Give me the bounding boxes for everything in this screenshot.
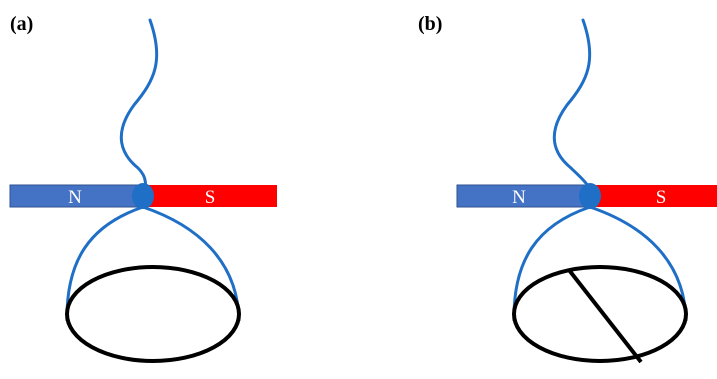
panel-a-bead [132,183,154,209]
panel-b: (b) N S [418,13,717,364]
panel-b-loop [512,265,688,363]
panel-a-south-label: S [205,187,216,208]
panel-b-label: (b) [418,13,442,35]
panel-b-north-label: N [512,187,526,208]
panel-b-south-pole [590,185,717,207]
panel-a-loop [65,265,241,363]
panel-a-left-wire [65,205,144,322]
panel-a-right-wire [142,205,241,322]
panel-b-south-label: S [656,187,667,208]
panel-a-label: (a) [10,13,33,35]
panel-b-left-wire [512,205,591,322]
panel-b-string [552,18,592,198]
panel-b-right-wire [589,205,688,322]
panel-a-south-pole [143,185,277,207]
panel-a-north-label: N [68,187,82,208]
panel-b-loop-chord [567,268,643,364]
panel-a: (a) N S [9,13,277,363]
panel-b-bead [579,183,601,209]
panel-a-string [119,18,159,198]
